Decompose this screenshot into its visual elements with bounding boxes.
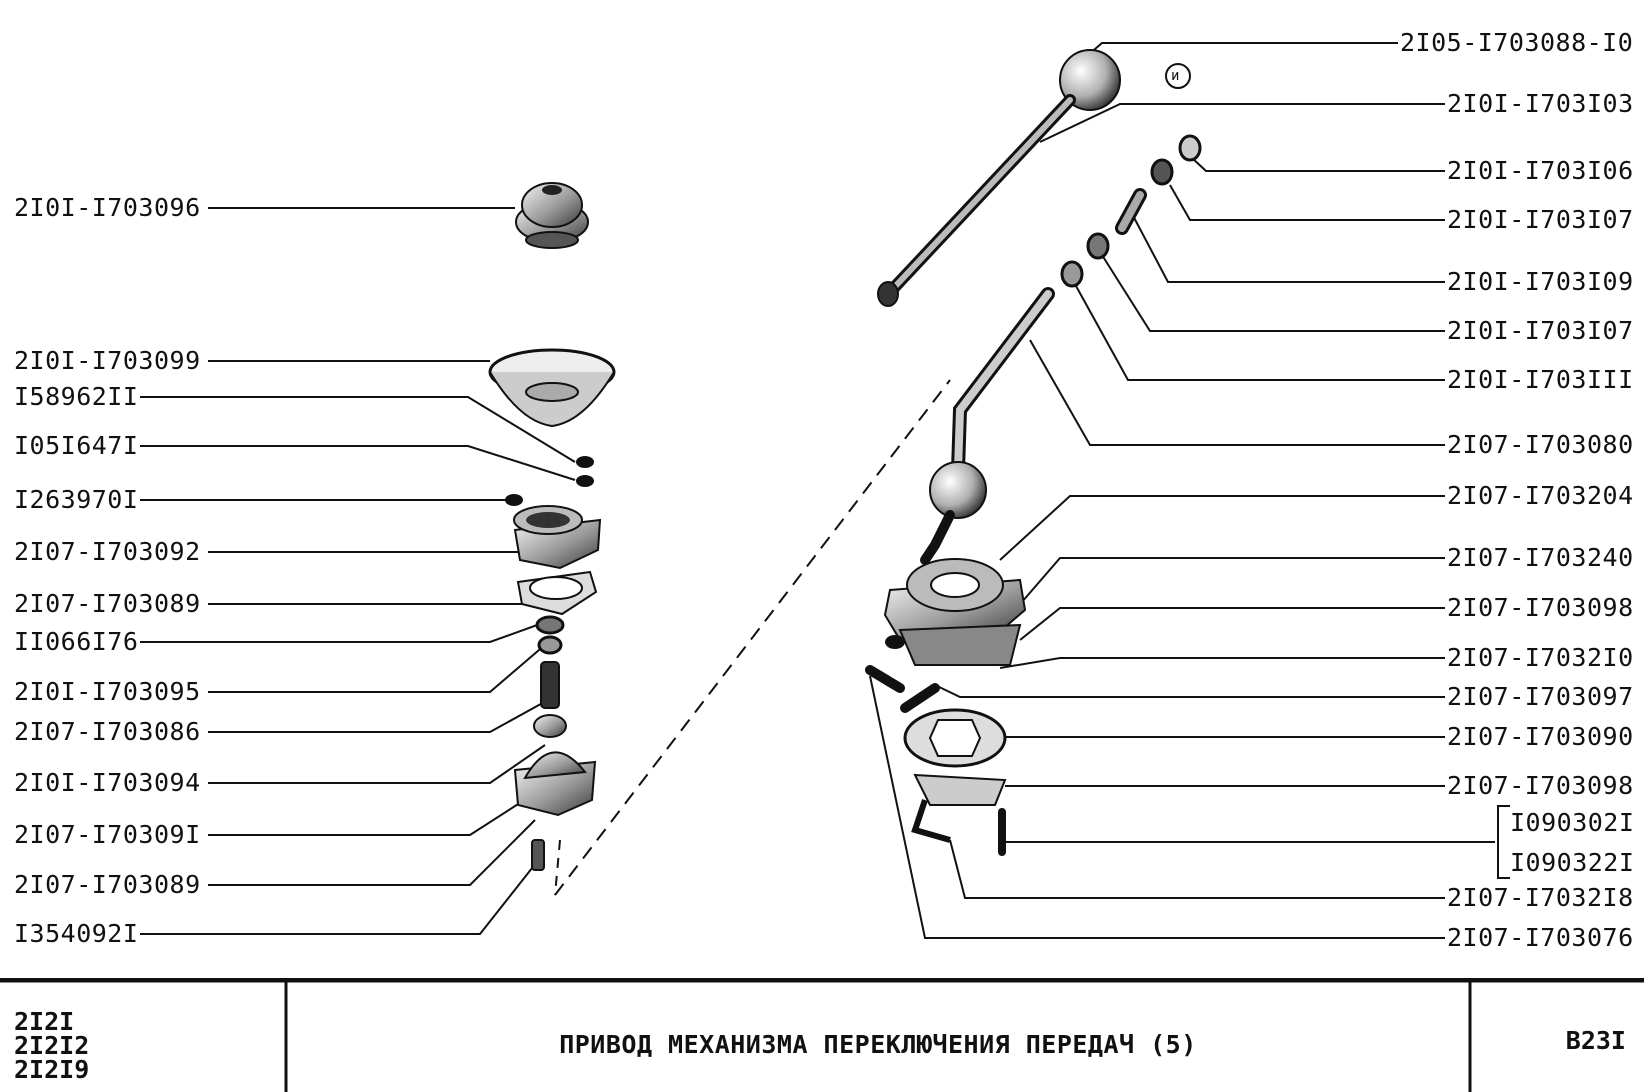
part-number-label: 2I07-I703098 <box>1447 593 1634 622</box>
part-number-label: I090302I <box>1510 808 1635 837</box>
part-number-label: I090322I <box>1510 848 1635 877</box>
spring-part <box>540 661 560 709</box>
spring-part <box>865 665 905 693</box>
stud-part <box>531 839 545 871</box>
model-code: 2I2I9 <box>14 1055 90 1084</box>
part-number-label: 2I07-I703097 <box>1447 682 1634 711</box>
part-number-label: 2I07-I703098 <box>1447 771 1634 800</box>
part-number-label: 2I07-I703080 <box>1447 430 1634 459</box>
part-number-label: 2I05-I703088-I0 <box>1400 28 1634 57</box>
seat-part <box>533 714 567 738</box>
model-list: 2I2I 2I2I2 2I2I9 <box>14 1007 90 1084</box>
bushing-part <box>1178 134 1202 162</box>
part-number-label: 2I07-I703089 <box>14 589 201 618</box>
washer-part <box>885 635 905 649</box>
part-number-label: 2I07-I703092 <box>14 537 201 566</box>
part-number-label: I05I647I <box>14 431 139 460</box>
washer-part <box>576 456 594 468</box>
flange-cover <box>513 505 602 570</box>
rod-end <box>877 281 899 307</box>
part-number-label: II066I76 <box>14 627 139 656</box>
washer-part <box>505 494 523 506</box>
lever-housing <box>883 558 1027 666</box>
shift-knob <box>1059 49 1191 111</box>
bolt-part <box>1115 188 1147 235</box>
boot-cap <box>515 182 589 249</box>
nut-part <box>1150 158 1174 186</box>
model-code: 2I2I <box>14 1007 75 1036</box>
gasket <box>516 570 598 616</box>
part-number-label: 2I0I-I703099 <box>14 346 201 375</box>
part-number-label: I263970I <box>14 485 139 514</box>
part-number-label: 2I07-I7032I8 <box>1447 883 1634 912</box>
drawing-title: ПРИВОД МЕХАНИЗМА ПЕРЕКЛЮЧЕНИЯ ПЕРЕДАЧ (5… <box>559 1030 1197 1059</box>
sheet-code: В23I <box>1565 1026 1626 1055</box>
ring-part <box>535 615 565 635</box>
part-number-label: 2I0I-I703096 <box>14 193 201 222</box>
part-number-label: 2I0I-I703I09 <box>1447 267 1634 296</box>
part-number-label: 2I0I-I703095 <box>14 677 201 706</box>
part-number-label: 2I07-I703076 <box>1447 923 1634 952</box>
nut-part <box>1060 260 1084 288</box>
shift-lever <box>920 287 1055 565</box>
pin-part <box>900 683 940 713</box>
part-number-label: 2I07-I703240 <box>1447 543 1634 572</box>
knob-badge-icon <box>1165 63 1191 89</box>
assembly-dash-line <box>554 379 951 896</box>
part-number-label: 2I07-I70309I <box>14 820 201 849</box>
leader-lines <box>140 42 1510 939</box>
part-number-label: 2I0I-I703III <box>1447 365 1634 394</box>
part-number-label: 2I0I-I703I07 <box>1447 316 1634 345</box>
part-number-label: 2I07-I703089 <box>14 870 201 899</box>
part-number-label: 2I07-I703204 <box>1447 481 1634 510</box>
part-number-label: I58962II <box>14 382 139 411</box>
base-plate <box>911 773 1007 843</box>
washer-part <box>576 475 594 487</box>
cone-boot <box>488 348 616 428</box>
title-block: 2I2I 2I2I2 2I2I9 ПРИВОД МЕХАНИЗМА ПЕРЕКЛ… <box>0 978 1644 1092</box>
part-number-label: 2I0I-I703I03 <box>1447 89 1634 118</box>
part-number-label: 2I07-I7032I0 <box>1447 643 1634 672</box>
part-number-label: 2I0I-I703I06 <box>1447 156 1634 185</box>
ring-part <box>537 635 563 655</box>
washer-part <box>1086 232 1110 260</box>
part-number-label: I354092I <box>14 919 139 948</box>
part-number-label: 2I0I-I703I07 <box>1447 205 1634 234</box>
part-number-label: 2I0I-I703094 <box>14 768 201 797</box>
guide-plate <box>903 708 1007 768</box>
part-number-label: 2I07-I703086 <box>14 717 201 746</box>
part-number-label: 2I07-I703090 <box>1447 722 1634 751</box>
title-block-frame <box>0 978 1644 1092</box>
ball-housing <box>513 751 597 817</box>
knob-badge-letter: и <box>1171 68 1180 84</box>
model-code: 2I2I2 <box>14 1031 90 1060</box>
